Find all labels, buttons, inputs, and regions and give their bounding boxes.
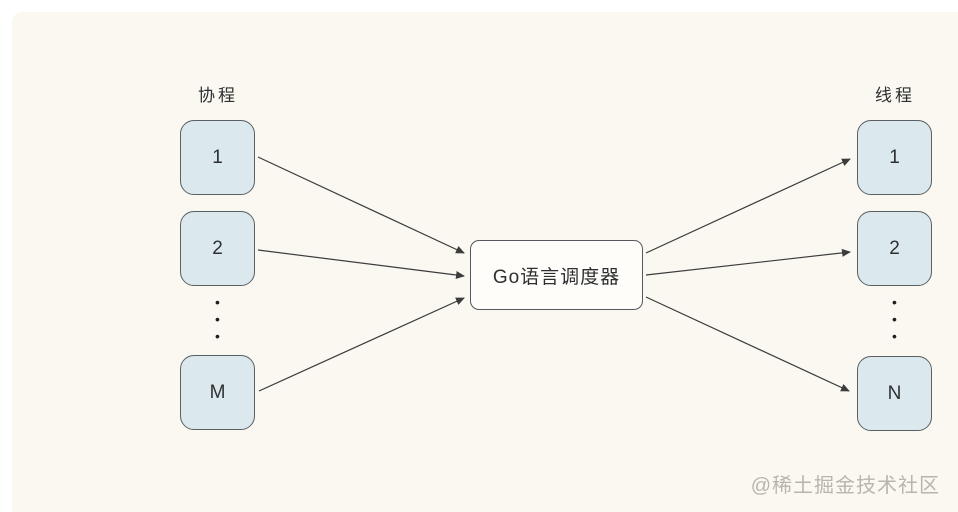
coroutine-node-1: 1 [180,120,255,195]
threads-vertical-ellipsis: • • • [892,294,897,344]
thread-node-2: 2 [857,211,932,286]
coroutine-node-m: M [180,355,255,430]
juejin-watermark: @稀土掘金技术社区 [750,475,940,497]
go-scheduler-node: Go语言调度器 [470,240,643,310]
thread-node-1: 1 [857,120,932,195]
coroutines-vertical-ellipsis: • • • [215,294,220,344]
threads-group-label: 线程 [875,86,915,105]
thread-node-n: N [857,356,932,431]
coroutines-group-label: 协程 [198,86,238,105]
coroutine-node-2: 2 [180,211,255,286]
